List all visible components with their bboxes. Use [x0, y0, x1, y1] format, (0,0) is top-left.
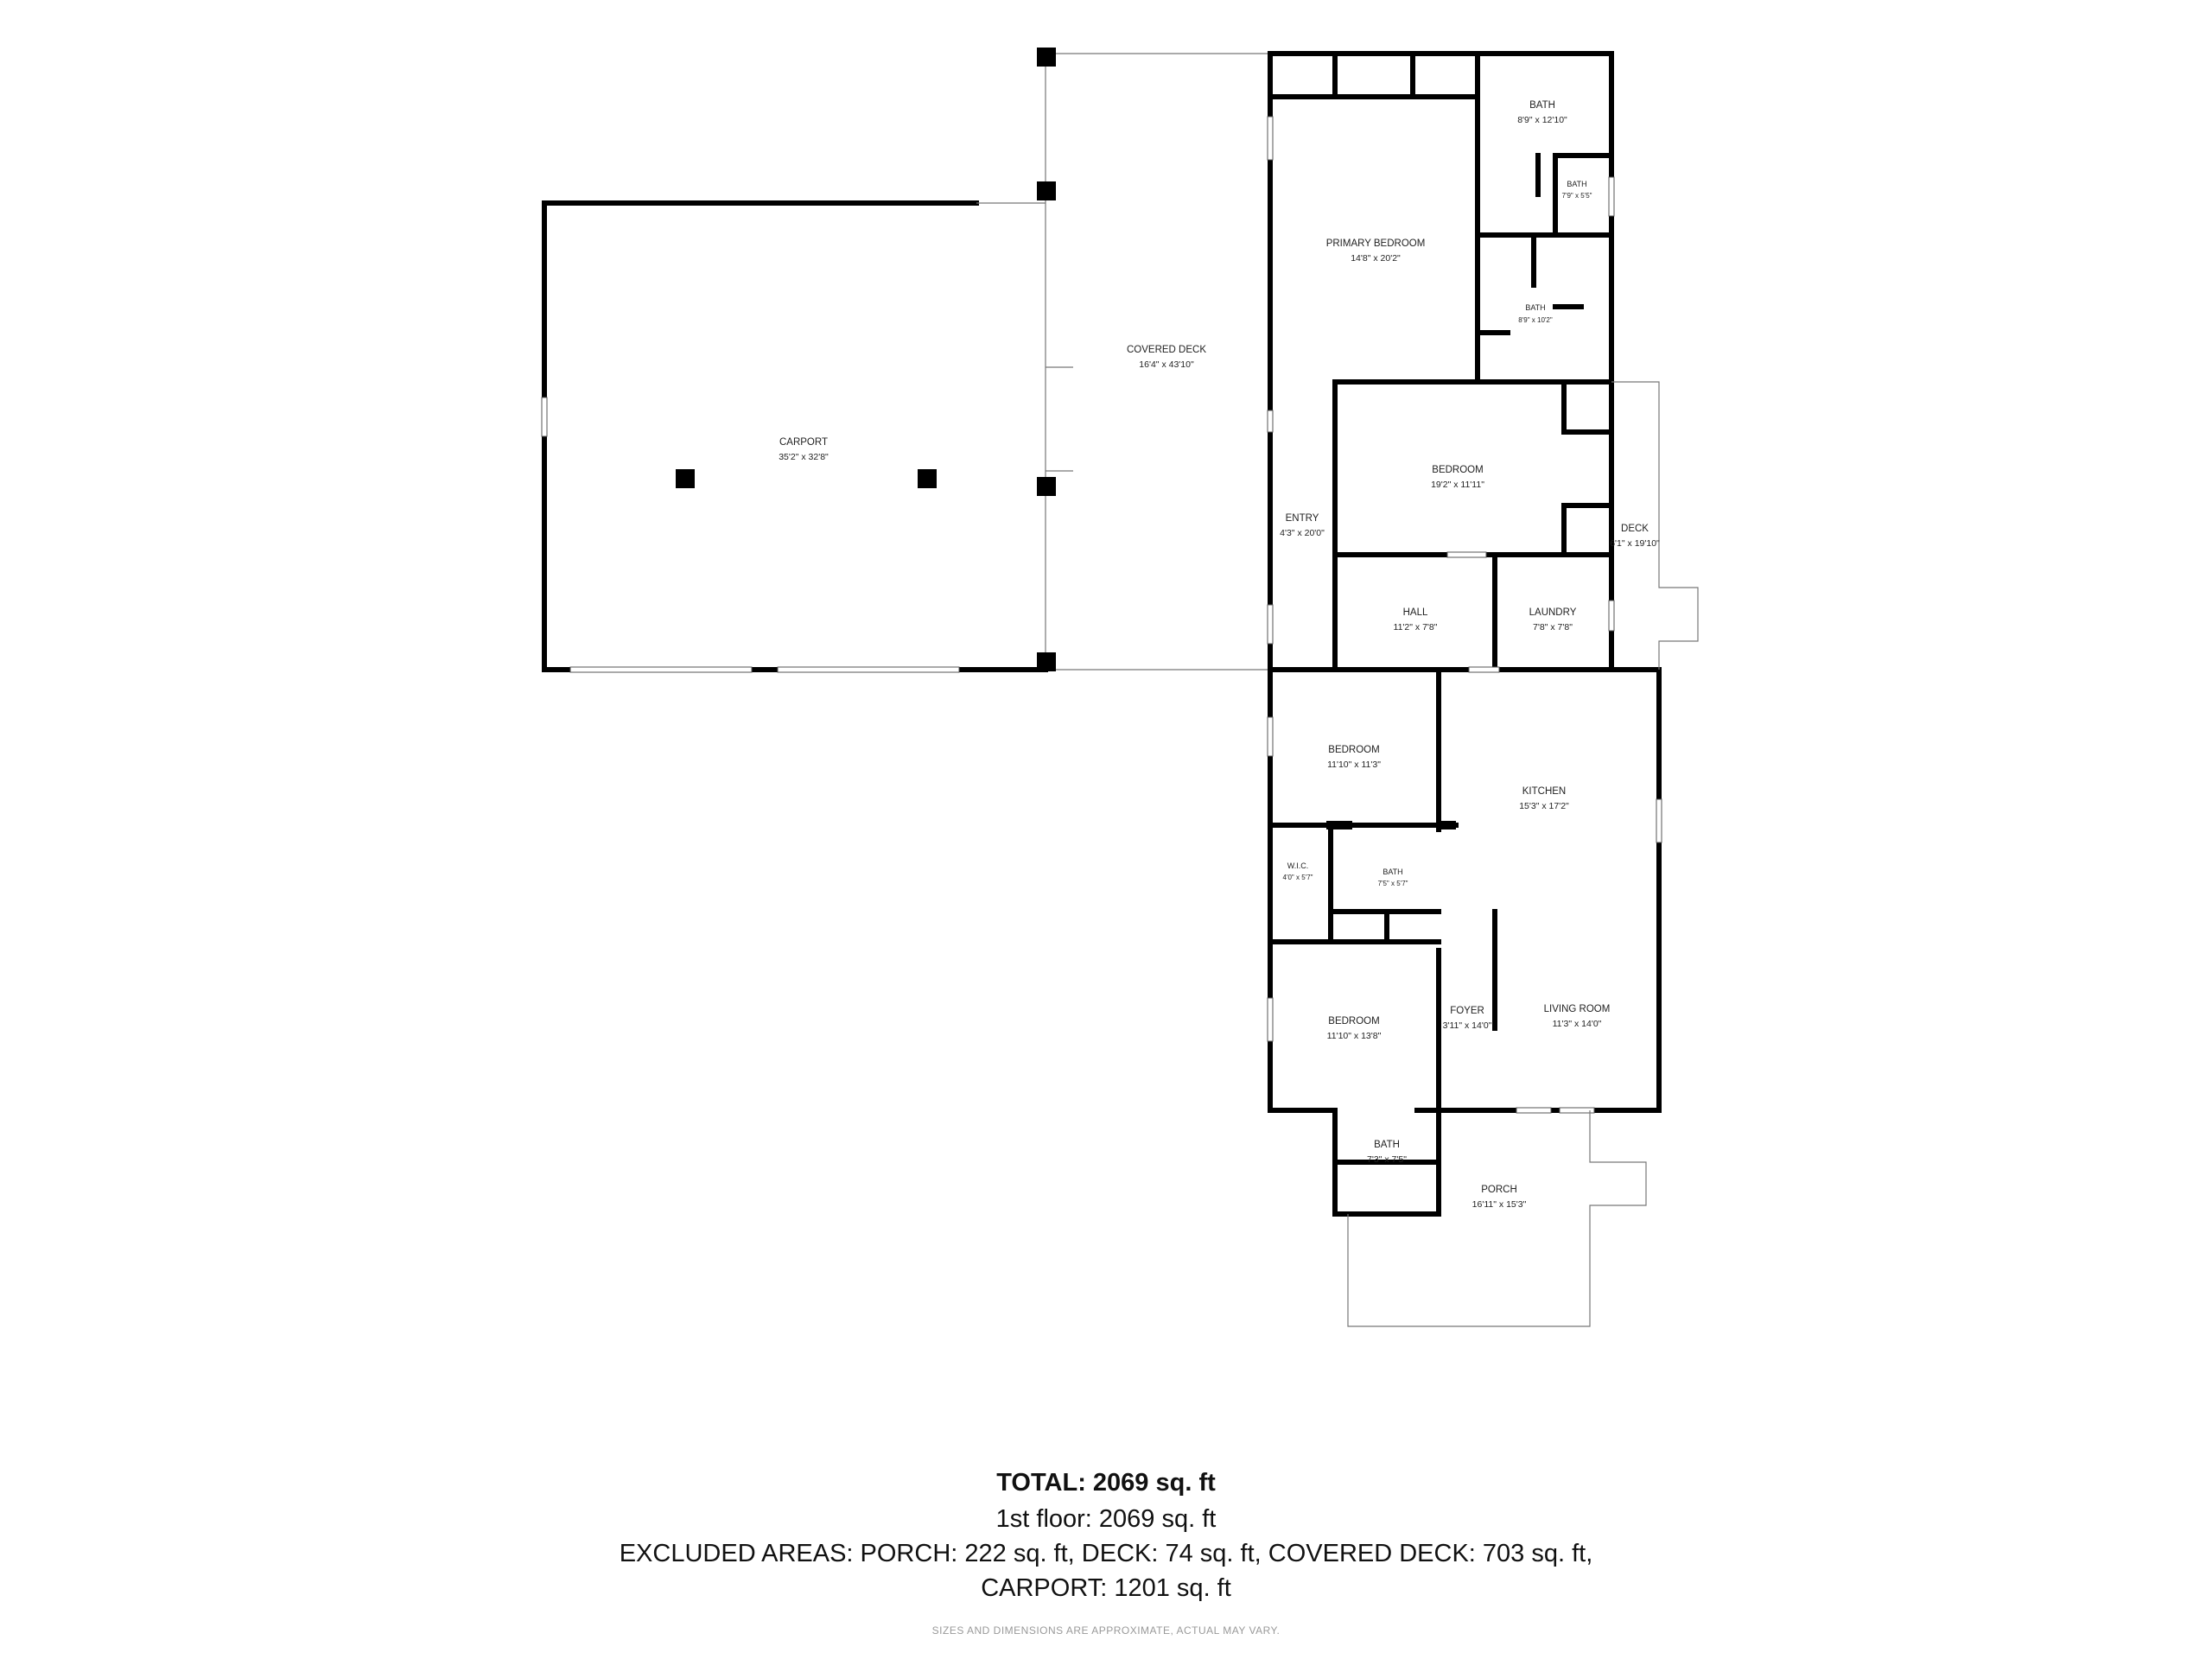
- carport-post-right: [918, 469, 937, 488]
- bath-small-label: BATH: [1567, 180, 1586, 188]
- hall-dim: 11'2" x 7'8": [1394, 622, 1438, 632]
- carport-area: [541, 200, 1048, 673]
- entry-dim: 4'3" x 20'0": [1280, 528, 1325, 538]
- laundry-label: LAUNDRY: [1529, 607, 1577, 618]
- deck-post-upper: [1037, 181, 1056, 200]
- bath-mid-label: BATH: [1525, 303, 1545, 312]
- deck-post-bottom: [1037, 652, 1056, 671]
- bedroom-3-dim: 11'10" x 13'8": [1327, 1031, 1382, 1041]
- side-deck-area: [1611, 381, 1699, 670]
- porch-dim: 16'11" x 15'3": [1472, 1199, 1527, 1210]
- deck-post-top: [1037, 48, 1056, 67]
- deck-label: DECK: [1621, 524, 1649, 534]
- kitchen-label: KITCHEN: [1522, 786, 1566, 797]
- bath-bottom-label: BATH: [1374, 1140, 1400, 1150]
- bedroom-2-dim: 11'10" x 11'3": [1327, 760, 1381, 770]
- carport-post-left: [676, 469, 695, 488]
- bath-small-dim: 7'9" x 5'5": [1562, 192, 1592, 200]
- wic-dim: 4'0" x 5'7": [1283, 874, 1313, 881]
- bath-mid-dim: 8'9" x 10'2": [1518, 316, 1553, 324]
- bath-bottom-dim: 7'3" x 7'5": [1367, 1154, 1407, 1165]
- laundry-dim: 7'8" x 7'8": [1533, 622, 1573, 632]
- carport-dim: 35'2" x 32'8": [779, 452, 829, 462]
- covered-deck-dim: 16'4" x 43'10": [1139, 359, 1194, 370]
- foyer-label: FOYER: [1450, 1006, 1484, 1016]
- foyer-dim: 3'11" x 14'0": [1443, 1020, 1492, 1031]
- living-room-dim: 11'3" x 14'0": [1553, 1019, 1602, 1029]
- hall-label: HALL: [1403, 607, 1428, 618]
- excluded-areas-line1: EXCLUDED AREAS: PORCH: 222 sq. ft, DECK:…: [619, 1540, 1593, 1567]
- first-floor-area: 1st floor: 2069 sq. ft: [995, 1505, 1217, 1533]
- primary-bedroom-label: PRIMARY BEDROOM: [1326, 238, 1426, 249]
- bath-hall-dim: 7'5" x 5'7": [1378, 880, 1408, 887]
- wic-label: W.I.C.: [1287, 861, 1309, 870]
- covered-deck-area: [1037, 48, 1270, 671]
- disclaimer: SIZES AND DIMENSIONS ARE APPROXIMATE, AC…: [931, 1624, 1281, 1637]
- porch-area: [1332, 1108, 1647, 1327]
- bath-top-dim: 8'9" x 12'10": [1517, 115, 1567, 125]
- entry-label: ENTRY: [1286, 513, 1319, 524]
- house-exterior-walls: [1267, 51, 1662, 1113]
- bedroom-1-dim: 19'2" x 11'11": [1431, 480, 1484, 490]
- total-area: TOTAL: 2069 sq. ft: [996, 1469, 1216, 1497]
- bedroom-2-label: BEDROOM: [1328, 745, 1379, 755]
- bath-hall-label: BATH: [1382, 868, 1402, 876]
- bath-top-label: BATH: [1529, 100, 1555, 111]
- interior-walls-south: [1268, 667, 1595, 1114]
- primary-bedroom-dim: 14'8" x 20'2": [1351, 253, 1401, 264]
- excluded-areas-line2: CARPORT: 1201 sq. ft: [981, 1574, 1231, 1602]
- bedroom-3-label: BEDROOM: [1328, 1016, 1379, 1027]
- porch-label: PORCH: [1481, 1185, 1517, 1195]
- deck-dim: 6'1" x 19'10": [1610, 538, 1660, 549]
- deck-post-mid: [1037, 477, 1056, 496]
- kitchen-dim: 15'3" x 17'2": [1519, 801, 1569, 811]
- interior-walls-north: [1268, 51, 1614, 673]
- floor-plan: CARPORT 35'2" x 32'8" COVERED DECK 16'4"…: [541, 48, 1699, 1327]
- bedroom-1-label: BEDROOM: [1432, 465, 1483, 475]
- covered-deck-label: COVERED DECK: [1127, 345, 1206, 355]
- carport-label: CARPORT: [779, 437, 828, 448]
- living-room-label: LIVING ROOM: [1544, 1004, 1611, 1014]
